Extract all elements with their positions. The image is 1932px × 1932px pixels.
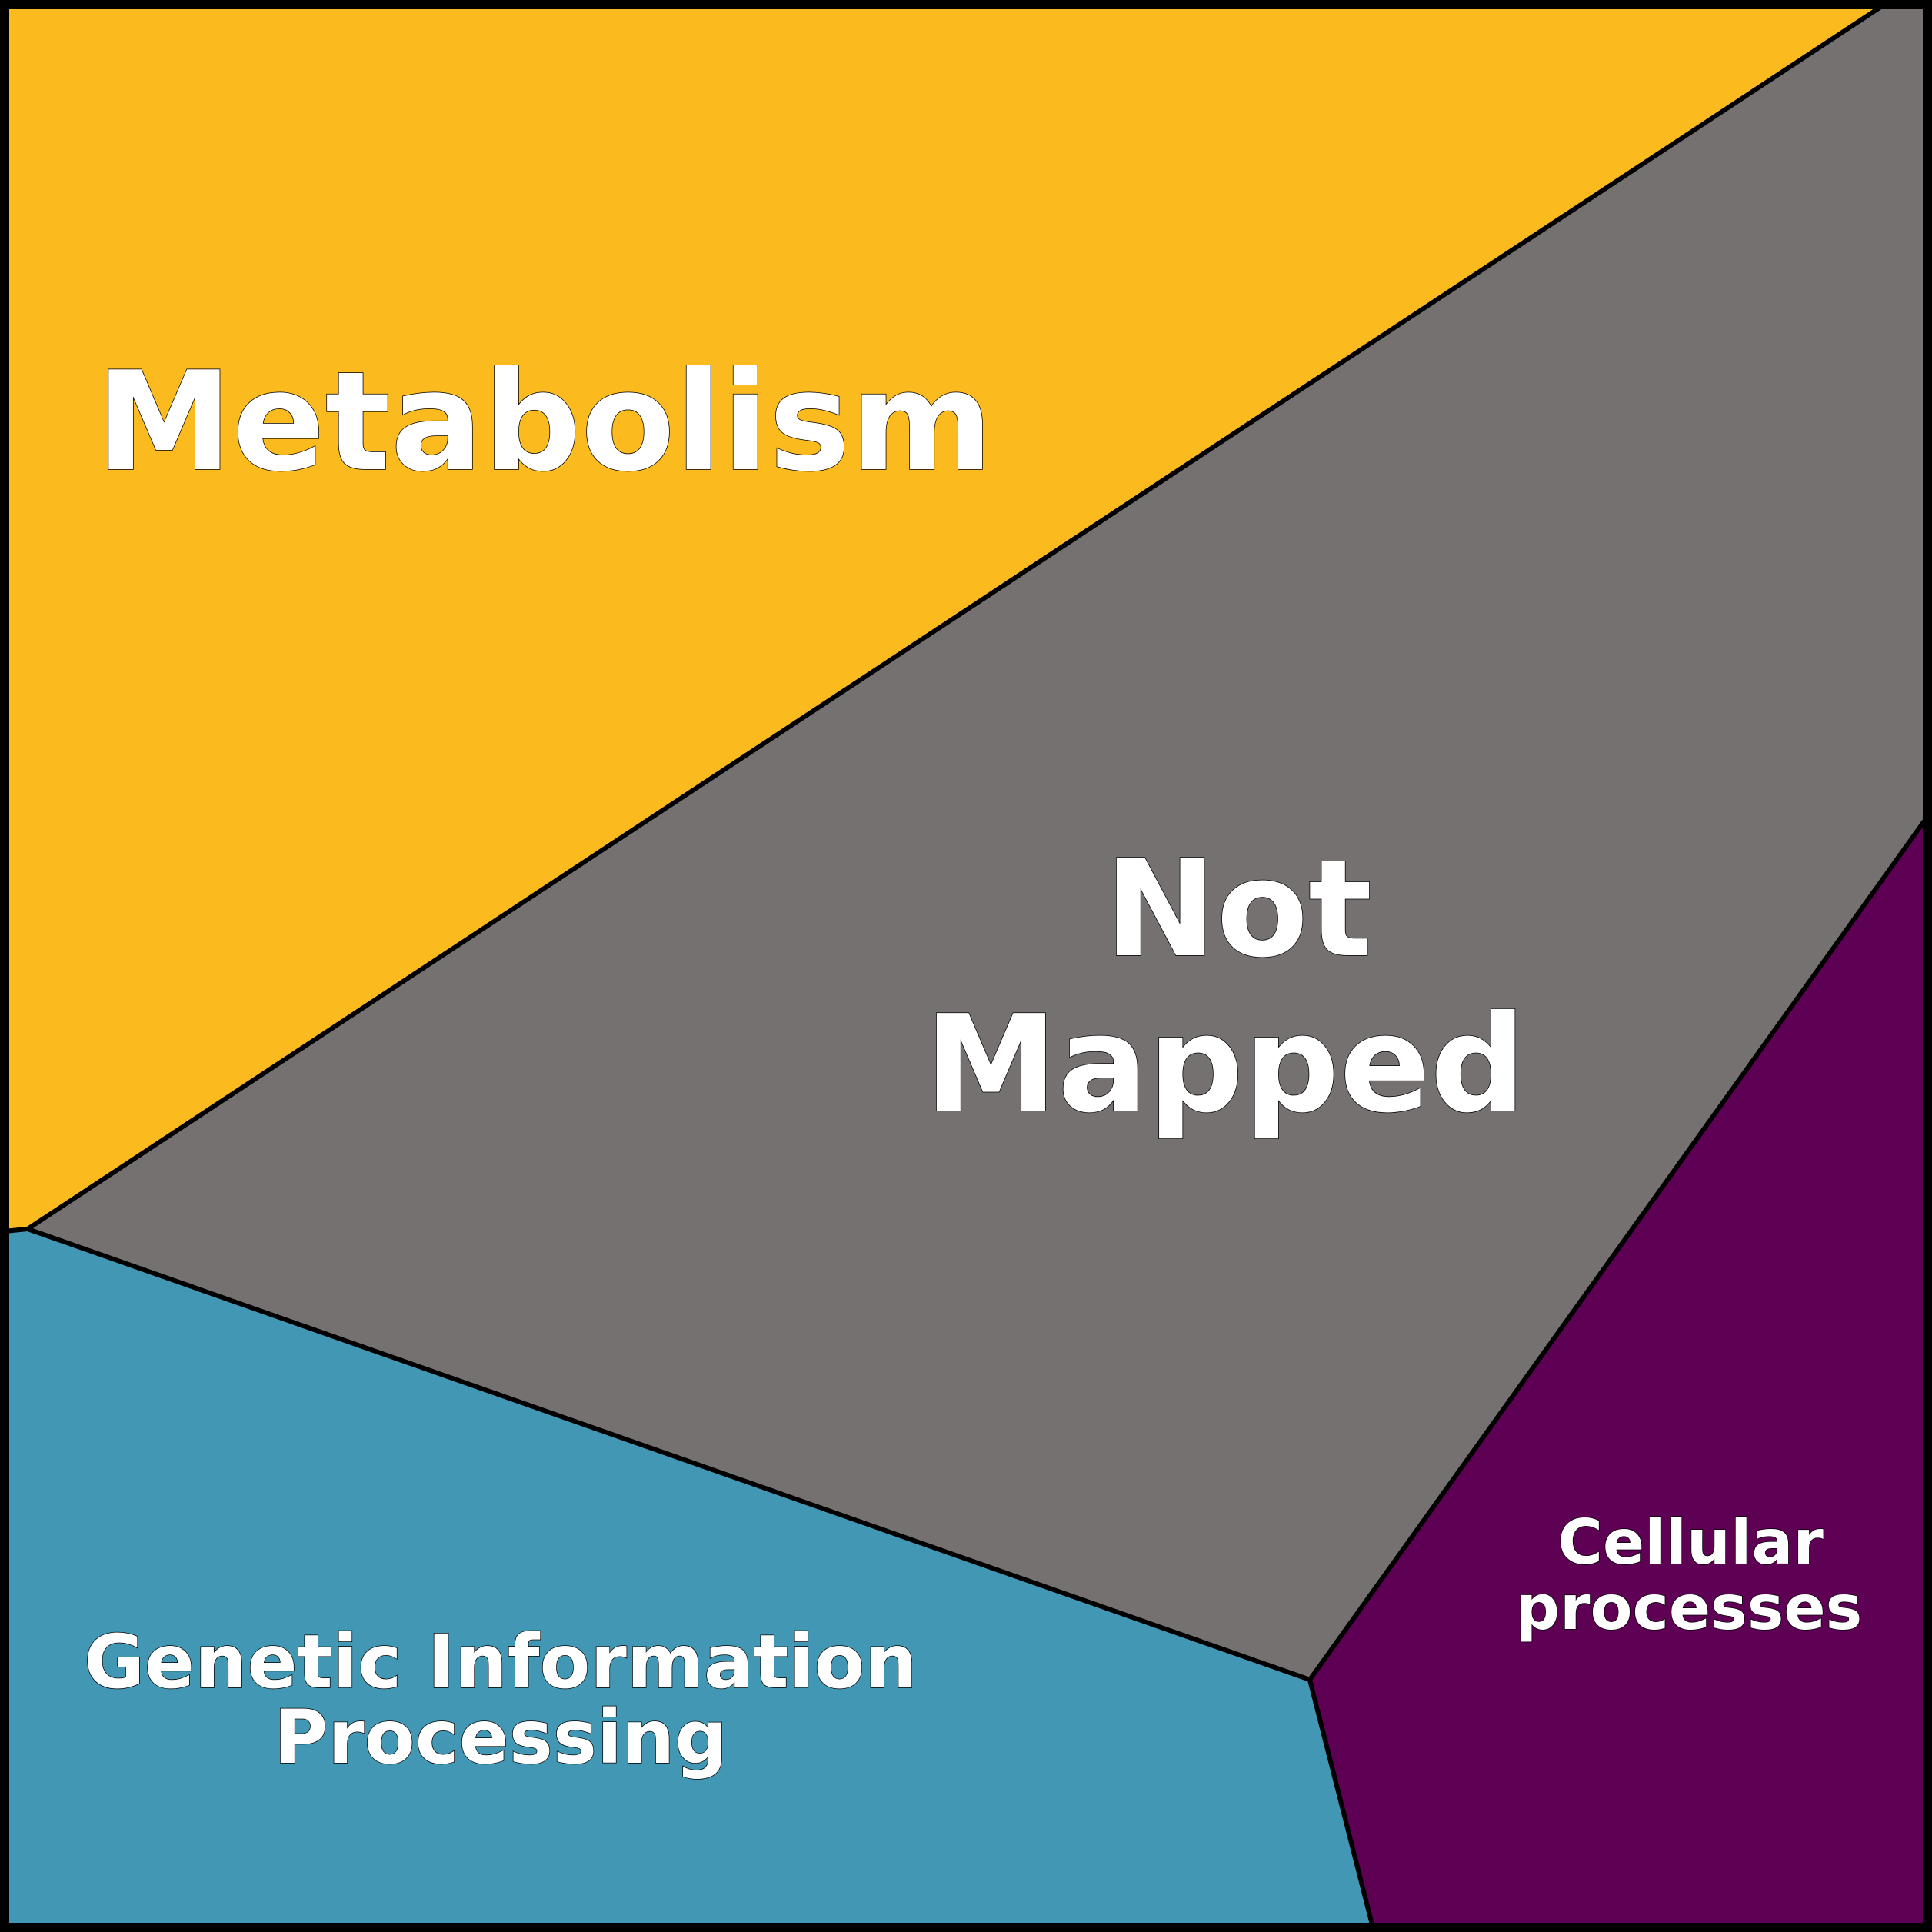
metabolism-label: Metabolism (96, 342, 993, 501)
cellular-processes-label-line-2: processes (1516, 1572, 1862, 1644)
genetic-information-processing-label-line-1: Genetic Information (84, 1619, 918, 1705)
not-mapped-label-line-1: Not (1104, 831, 1372, 988)
genetic-information-processing-label-line-2: Processing (274, 1694, 728, 1780)
cellular-processes-label-line-1: Cellular (1557, 1507, 1824, 1578)
not-mapped-label-line-2: Mapped (924, 987, 1526, 1143)
